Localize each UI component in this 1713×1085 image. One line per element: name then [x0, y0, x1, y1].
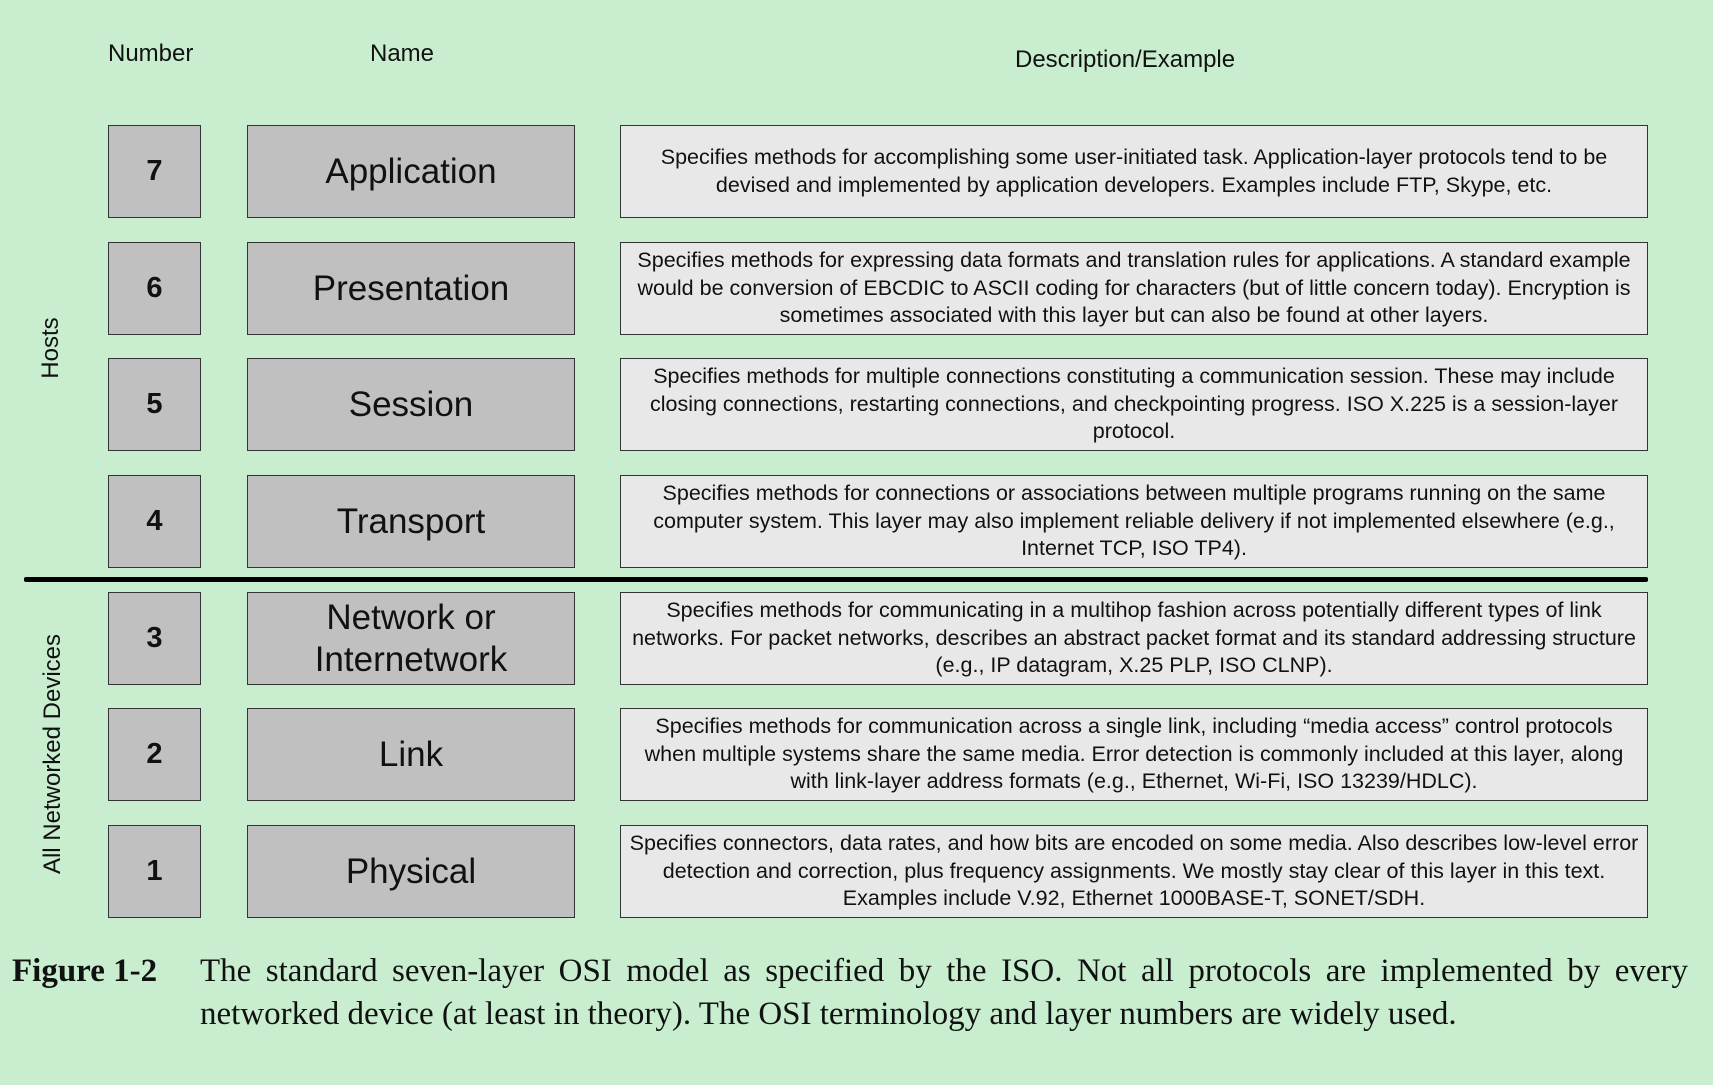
- layer-3-description: Specifies methods for communicating in a…: [620, 592, 1648, 685]
- header-name: Name: [370, 40, 435, 67]
- figure-label: Figure 1-2: [12, 953, 158, 989]
- layer-5-name: Session: [247, 358, 575, 451]
- layer-6-description: Specifies methods for expressing data fo…: [620, 242, 1648, 335]
- layer-4-description: Specifies methods for connections or ass…: [620, 475, 1648, 568]
- layer-2-description: Specifies methods for communication acro…: [620, 708, 1648, 801]
- header-number: Number: [108, 40, 194, 67]
- layer-7-name: Application: [247, 125, 575, 218]
- layer-2-name: Link: [247, 708, 575, 801]
- layer-7-number: 7: [108, 125, 201, 218]
- layer-1-name: Physical: [247, 825, 575, 918]
- layer-1-description: Specifies connectors, data rates, and ho…: [620, 825, 1648, 918]
- host-network-divider: [24, 577, 1648, 582]
- figure-caption-text: The standard seven-layer OSI model as sp…: [200, 953, 1688, 1032]
- layer-3-number: 3: [108, 592, 201, 685]
- header-description: Description/Example: [1015, 46, 1236, 73]
- layer-3-name: Network or Internetwork: [247, 592, 575, 685]
- layer-1-number: 1: [108, 825, 201, 918]
- layer-4-number: 4: [108, 475, 201, 568]
- layer-5-description: Specifies methods for multiple connectio…: [620, 358, 1648, 451]
- layer-2-number: 2: [108, 708, 201, 801]
- layer-6-name: Presentation: [247, 242, 575, 335]
- layer-4-name: Transport: [247, 475, 575, 568]
- group-label-all-networked-devices: All Networked Devices: [39, 633, 66, 875]
- figure-caption: Figure 1-2 The standard seven-layer OSI …: [12, 950, 1692, 1036]
- group-label-hosts: Hosts: [37, 317, 64, 379]
- layer-7-description: Specifies methods for accomplishing some…: [620, 125, 1648, 218]
- layer-5-number: 5: [108, 358, 201, 451]
- layer-6-number: 6: [108, 242, 201, 335]
